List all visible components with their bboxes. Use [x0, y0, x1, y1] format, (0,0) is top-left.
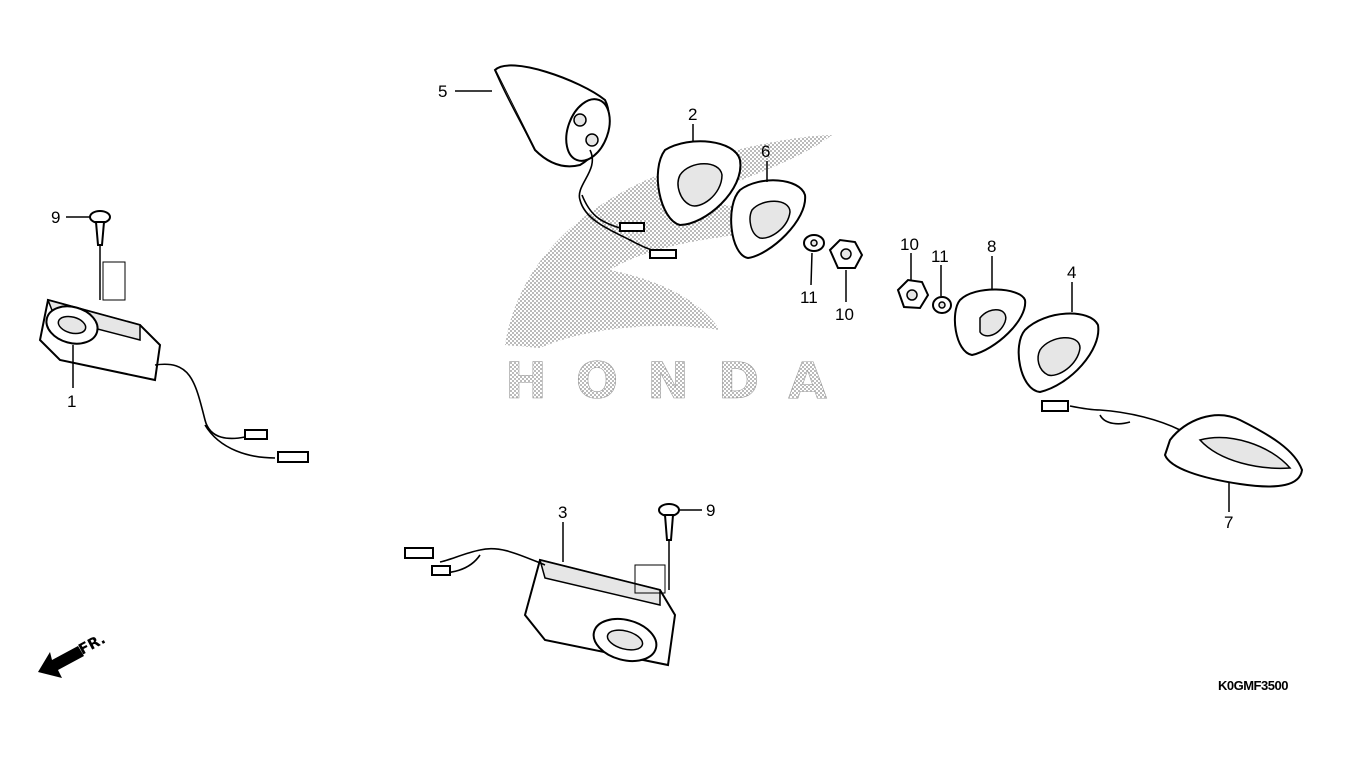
callout-10-left: 10 — [835, 305, 854, 324]
part-6-base — [730, 179, 807, 260]
honda-watermark-text: HONDA — [505, 352, 835, 410]
part-2-gasket — [656, 140, 742, 227]
callout-11-left: 11 — [800, 288, 818, 307]
diagram-code: K0GMF3500 — [1218, 678, 1288, 693]
callout-4: 4 — [1067, 263, 1076, 282]
callout-9-right: 9 — [706, 501, 715, 520]
part-9-screw-left — [89, 210, 111, 246]
part-9-screw-right — [658, 503, 680, 541]
part-3-front-right-winker — [404, 547, 677, 667]
callout-9-left: 9 — [51, 208, 60, 227]
callout-1: 1 — [67, 392, 76, 411]
callout-2: 2 — [688, 105, 697, 124]
callout-3: 3 — [558, 503, 567, 522]
callout-11-right: 11 — [931, 247, 949, 266]
front-direction-arrow-icon: FR. — [38, 630, 108, 678]
part-11-washer-right — [932, 296, 952, 314]
part-5-winker-housing — [493, 64, 677, 259]
callout-7: 7 — [1224, 513, 1233, 532]
callout-10-right: 10 — [900, 235, 919, 254]
leader-lines — [66, 90, 1230, 594]
part-8-base — [953, 288, 1027, 357]
part-1-front-left-winker — [38, 298, 309, 463]
part-10-nut-left — [828, 238, 864, 269]
part-7-right-winker — [1041, 400, 1304, 488]
part-10-nut-right — [896, 278, 930, 310]
callout-8: 8 — [987, 237, 996, 256]
callout-6: 6 — [761, 142, 770, 161]
part-11-washer-left — [803, 234, 825, 252]
part-4-gasket — [1017, 312, 1100, 394]
callout-5: 5 — [438, 82, 447, 101]
